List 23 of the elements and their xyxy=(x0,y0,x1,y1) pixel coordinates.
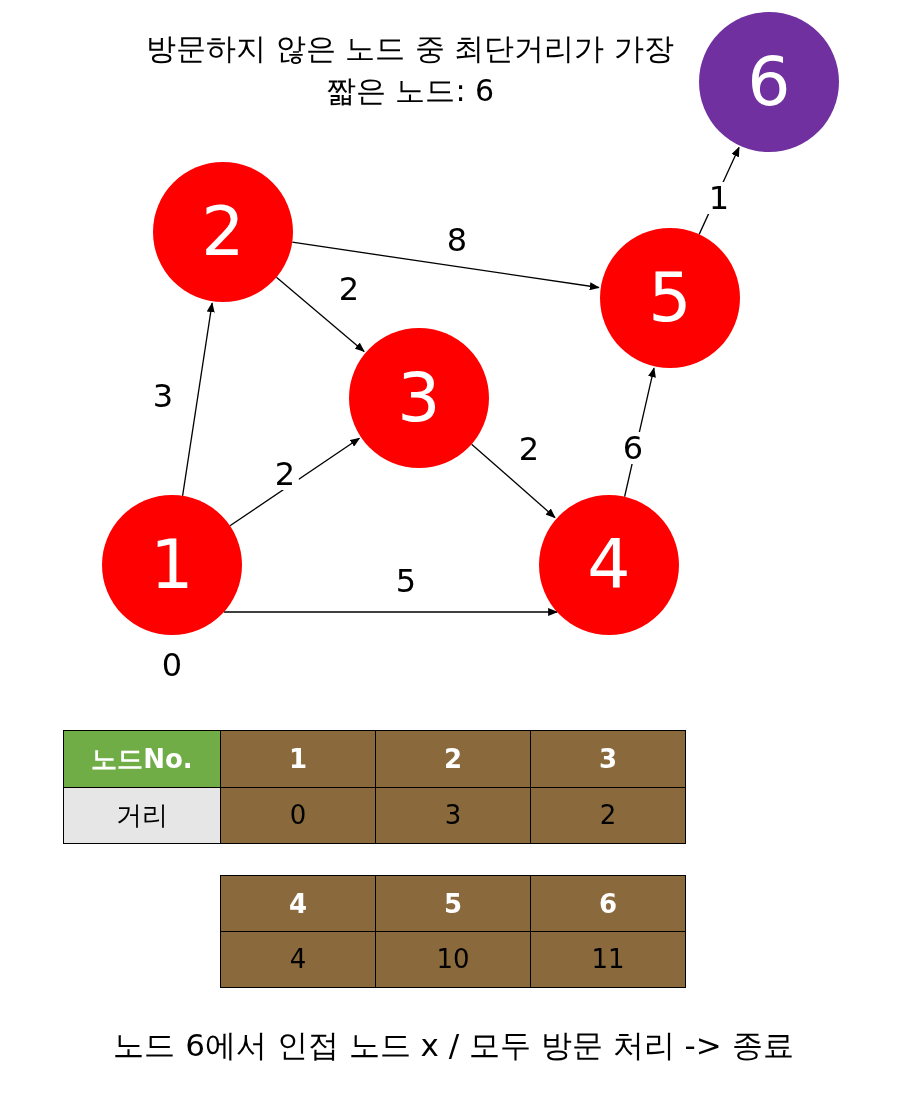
table-cell: 3 xyxy=(375,787,531,844)
arrow xyxy=(291,241,600,291)
arrow xyxy=(229,437,361,527)
arrow xyxy=(275,276,365,353)
table-cell: 5 xyxy=(375,875,531,933)
table-cell: 거리 xyxy=(63,787,221,844)
distance-label: 0 xyxy=(161,649,183,681)
table-cell: 1 xyxy=(220,730,376,788)
table-cell: 3 xyxy=(530,730,686,788)
arrow xyxy=(181,302,215,497)
table-cell: 11 xyxy=(530,931,686,988)
table-cell: 노드No. xyxy=(63,730,221,788)
arrow xyxy=(223,608,559,616)
table-cell: 10 xyxy=(375,931,531,988)
table-cell: 4 xyxy=(220,875,376,933)
table-cell: 2 xyxy=(530,787,686,844)
table-cell: 2 xyxy=(375,730,531,788)
caption: 노드 6에서 인접 노드 x / 모두 방문 처리 -> 종료 xyxy=(112,1026,795,1065)
arrow xyxy=(470,443,556,519)
table-cell: 4 xyxy=(220,931,376,988)
table-cell: 6 xyxy=(530,875,686,933)
table-cell: 0 xyxy=(220,787,376,844)
title: 방문하지 않은 노드 중 최단거리가 가장 짧은 노드: 6 xyxy=(145,30,675,110)
